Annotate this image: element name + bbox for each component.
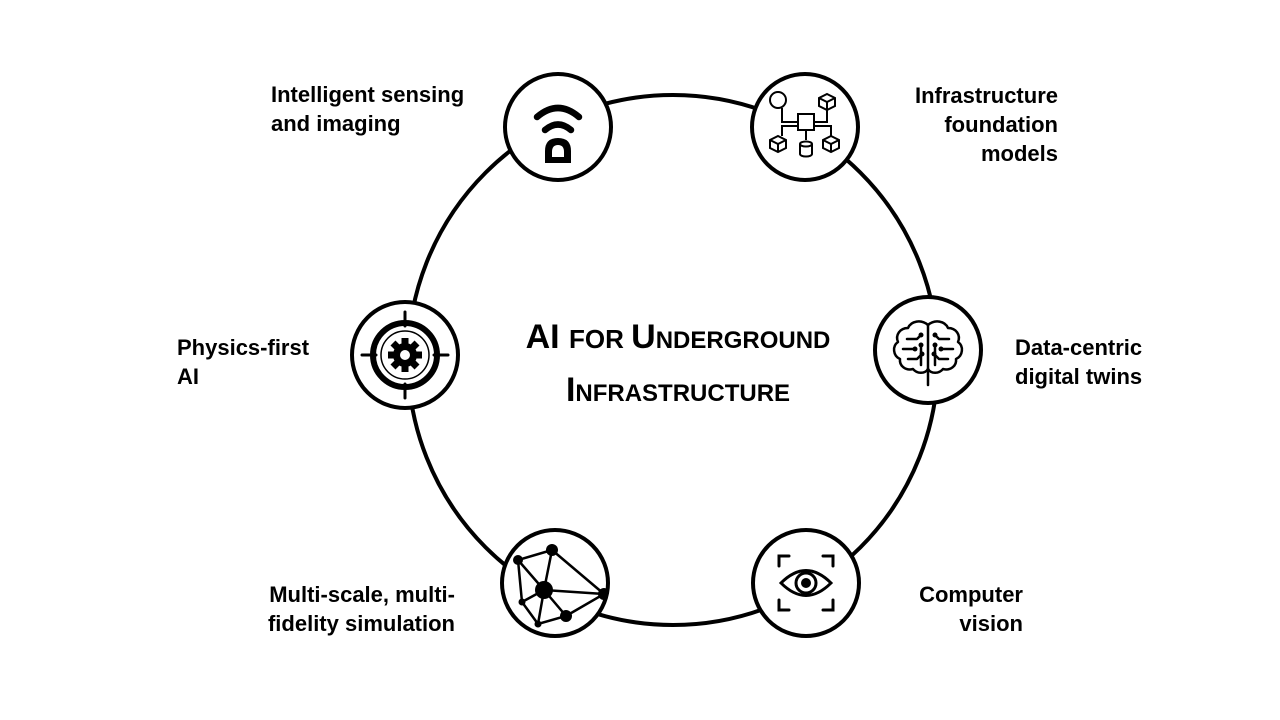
node-multiscale-simulation — [500, 528, 610, 638]
label-digital-twins: Data-centric digital twins — [1015, 333, 1142, 391]
label-line: fidelity simulation — [267, 611, 455, 636]
label-intelligent-sensing: Intelligent sensing and imaging — [271, 80, 464, 138]
node-physics-first-ai — [350, 300, 460, 410]
label-line: Intelligent sensing — [271, 82, 465, 107]
node-foundation-models — [750, 72, 860, 182]
title-line-2: Infrastructure — [478, 367, 878, 420]
label-line: Multi-scale, multi- — [269, 582, 455, 607]
label-line: models — [980, 141, 1058, 166]
node-digital-twins — [873, 295, 983, 405]
label-line: vision — [959, 611, 1023, 636]
wireless-signal-icon — [533, 104, 583, 163]
title-line-1: AI for Underground — [478, 314, 878, 367]
label-line: and imaging — [271, 111, 401, 136]
label-multiscale-simulation: Multi-scale, multi- fidelity simulation — [251, 580, 455, 638]
network-components-icon — [769, 91, 840, 158]
title-ai: AI — [525, 318, 570, 356]
node-intelligent-sensing — [503, 72, 613, 182]
label-line: foundation — [944, 112, 1058, 137]
label-line: Data-centric — [1015, 335, 1143, 360]
label-line: AI — [177, 364, 199, 389]
label-physics-first-ai: Physics-first AI — [177, 333, 309, 391]
node-computer-vision — [751, 528, 861, 638]
gear-target-icon — [360, 310, 450, 400]
circuit-brain-icon — [892, 320, 964, 387]
label-line: digital twins — [1015, 364, 1143, 389]
title-infrastructure: Infrastructure — [565, 371, 791, 409]
eye-scan-icon — [777, 554, 835, 612]
label-line: Physics-first — [177, 335, 310, 360]
label-line: Infrastructure — [914, 83, 1058, 108]
mesh-network-icon — [513, 544, 606, 628]
label-computer-vision: Computer vision — [910, 580, 1023, 638]
center-title: AI for Underground Infrastructure — [478, 314, 878, 420]
title-for: for — [569, 324, 632, 354]
title-underground: Underground — [631, 318, 831, 356]
label-foundation-models: Infrastructure foundation models — [903, 81, 1058, 168]
label-line: Computer — [919, 582, 1023, 607]
